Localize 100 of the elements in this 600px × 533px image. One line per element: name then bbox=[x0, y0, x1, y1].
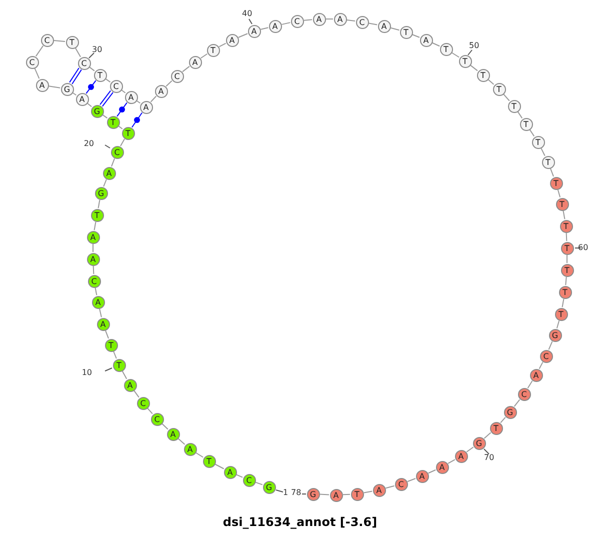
position-number: 10 bbox=[82, 368, 92, 378]
backbone-line bbox=[320, 494, 330, 496]
nucleotide-circle: A bbox=[86, 230, 100, 244]
backbone-line bbox=[514, 399, 520, 407]
nucleotide-circle: T bbox=[440, 42, 452, 56]
backbone-line bbox=[182, 66, 190, 72]
nucleotide-circle: T bbox=[122, 126, 134, 140]
nucleotide-circle: T bbox=[476, 68, 490, 82]
position-number: 30 bbox=[92, 45, 102, 55]
nucleotide-circle: T bbox=[458, 54, 472, 68]
nucleotide-circle: A bbox=[154, 84, 168, 98]
position-number: 50 bbox=[469, 41, 480, 51]
nucleotide-circle: A bbox=[226, 34, 238, 46]
position-number: 60 bbox=[578, 243, 588, 253]
nucleotide-circle: T bbox=[112, 358, 126, 372]
backbone-line bbox=[102, 114, 108, 119]
nucleotide-circle: A bbox=[124, 90, 138, 104]
nucleotide-circle: C bbox=[110, 146, 124, 158]
backbone-line bbox=[368, 22, 378, 26]
nucleotide-circle: T bbox=[560, 220, 572, 232]
nucleotide-circle: T bbox=[556, 198, 568, 210]
backbone-line bbox=[428, 469, 436, 474]
backbone-line bbox=[72, 92, 77, 96]
backbone-line bbox=[363, 490, 373, 494]
nucleotide-circle: G bbox=[306, 488, 320, 500]
base-pair-line bbox=[86, 80, 96, 94]
backbone-line bbox=[557, 189, 561, 198]
backbone-line bbox=[390, 27, 400, 31]
backbone-line bbox=[195, 452, 204, 458]
nucleotide-circle: C bbox=[78, 56, 90, 70]
nucleotide-circle: T bbox=[66, 36, 78, 48]
nucleotide-circle: T bbox=[532, 136, 544, 148]
nucleotide-circle: A bbox=[124, 378, 136, 392]
nucleotide-circle: T bbox=[94, 68, 106, 82]
position-number: 70 bbox=[484, 453, 494, 463]
nucleotide-circle: C bbox=[170, 70, 184, 82]
backbone-line bbox=[527, 380, 533, 389]
backbone-line bbox=[260, 27, 269, 30]
backbone-line bbox=[470, 64, 478, 72]
nucleotide-circle: T bbox=[558, 286, 572, 298]
nucleotide-circle: T bbox=[550, 176, 562, 190]
nucleotide-circle: C bbox=[356, 16, 368, 28]
backbone-line bbox=[89, 66, 95, 72]
nucleotide-circle: A bbox=[312, 12, 326, 26]
nucleotide-circle: A bbox=[166, 428, 180, 440]
nucleotide-circle: A bbox=[188, 56, 202, 68]
nucleotide-circle: C bbox=[136, 396, 150, 410]
nucleotide-circle: C bbox=[150, 412, 164, 426]
backbone-line bbox=[200, 53, 208, 59]
backbone-line bbox=[407, 478, 416, 482]
nucleotide-circle: T bbox=[560, 264, 574, 276]
backbone-line bbox=[35, 45, 44, 57]
backbone-line bbox=[238, 33, 248, 38]
position-number: 40 bbox=[242, 9, 252, 19]
backbone-line bbox=[74, 48, 82, 58]
backbone-line bbox=[218, 42, 226, 48]
position-number: 1 bbox=[283, 488, 288, 498]
backbone-line bbox=[122, 370, 128, 380]
nucleotide-circle: A bbox=[530, 368, 542, 382]
nucleotide-circle: T bbox=[560, 242, 574, 254]
nucleotide-circle: T bbox=[520, 118, 532, 130]
base-pair-line bbox=[131, 112, 143, 128]
backbone-line bbox=[150, 96, 157, 102]
backbone-line bbox=[303, 19, 313, 21]
position-number: 78 bbox=[291, 488, 302, 498]
backbone-line bbox=[565, 276, 567, 286]
nucleotide-circle: G bbox=[90, 104, 104, 118]
nucleotide-circle: C bbox=[540, 350, 552, 362]
backbone-line bbox=[214, 464, 224, 470]
backbone-line bbox=[566, 254, 568, 264]
backbone-line bbox=[98, 199, 100, 209]
backbone-line bbox=[105, 330, 109, 339]
backbone-line bbox=[432, 42, 440, 47]
backbone-line bbox=[120, 138, 125, 146]
backbone-line bbox=[517, 111, 523, 119]
nucleotide-circle: C bbox=[242, 474, 256, 486]
nucleotide-circle: C bbox=[110, 80, 122, 92]
nucleotide-circle: A bbox=[420, 34, 432, 46]
backbone-line bbox=[99, 308, 102, 318]
nucleotide-circle: T bbox=[90, 208, 104, 222]
backbone-line bbox=[466, 446, 474, 452]
nucleotide-circle: A bbox=[416, 470, 428, 482]
backbone-line bbox=[326, 18, 334, 20]
nucleotide-circle: A bbox=[436, 460, 448, 474]
nucleotide-circle: C bbox=[518, 388, 530, 400]
nucleotide-circle: T bbox=[490, 422, 502, 434]
backbone-line bbox=[346, 19, 356, 22]
backbone-line bbox=[342, 494, 350, 496]
backbone-line bbox=[105, 78, 111, 83]
nucleotide-circle: A bbox=[86, 252, 100, 266]
nucleotide-circle: T bbox=[554, 308, 568, 320]
nucleotide-circle: A bbox=[102, 166, 116, 180]
nucleotide-circle: T bbox=[350, 488, 364, 500]
backbone-line bbox=[147, 408, 153, 414]
backbone-line bbox=[236, 474, 244, 478]
nucleotide-circle: T bbox=[492, 82, 506, 96]
backbone-line bbox=[538, 362, 544, 370]
nucleotide-circle: T bbox=[104, 338, 118, 352]
nucleotide-circle: T bbox=[206, 44, 220, 56]
nucleotide-circle: A bbox=[92, 296, 104, 308]
